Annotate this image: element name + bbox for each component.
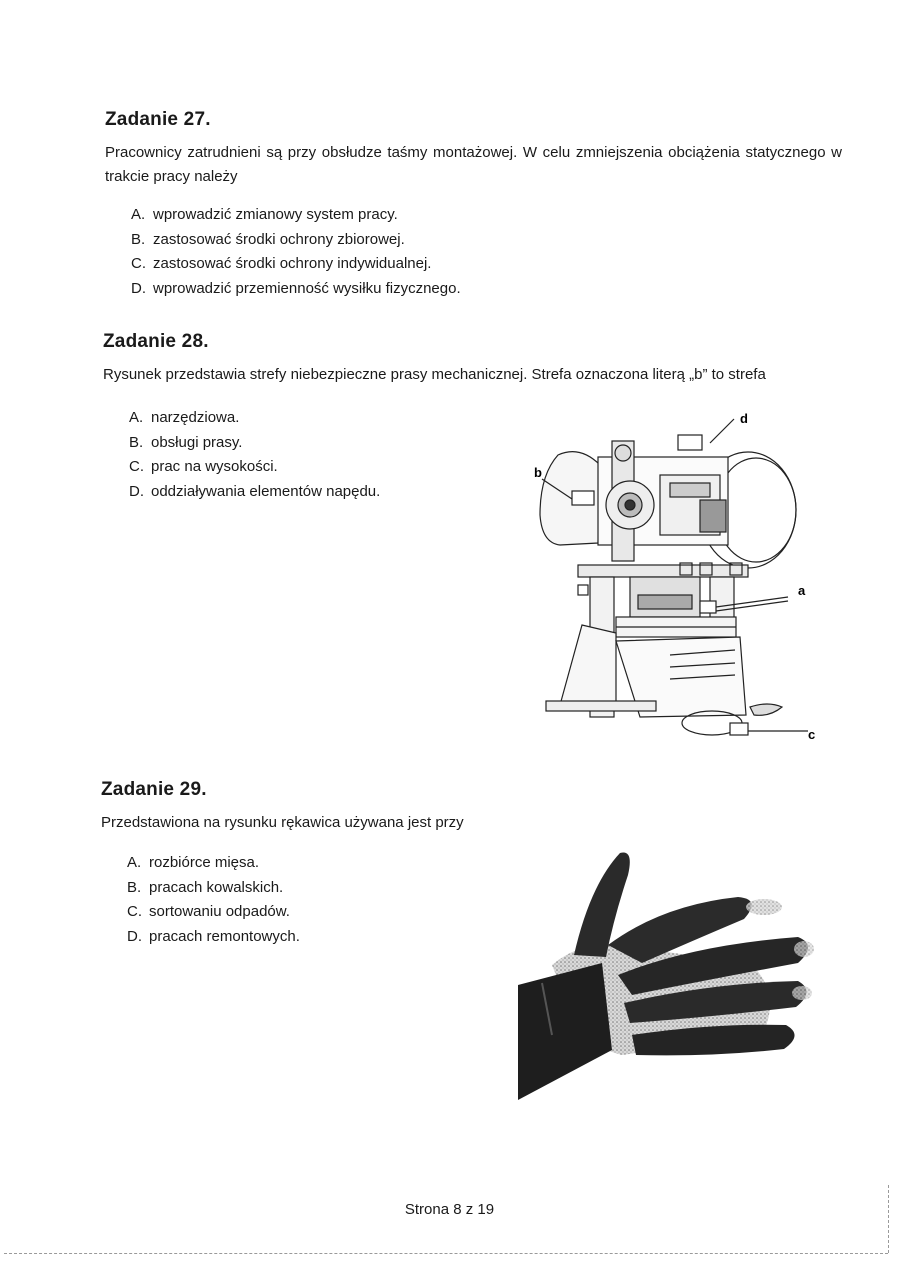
option-text: prac na wysokości. [151, 458, 278, 475]
task-question: Przedstawiona na rysunku rękawica używan… [101, 814, 464, 831]
answer-option-a[interactable]: A. rozbiórce mięsa. [127, 851, 841, 876]
option-letter: D. [127, 927, 142, 945]
answer-option-b[interactable]: B. obsługi prasy. [129, 431, 843, 456]
option-text: zastosować środki ochrony indywidualnej. [153, 255, 432, 272]
option-letter: B. [129, 433, 144, 451]
option-letter: D. [131, 279, 146, 297]
task-title: Zadanie 27. [105, 109, 211, 130]
option-letter: C. [127, 903, 142, 920]
task-question: Pracownicy zatrudnieni są przy obsłudze … [105, 144, 842, 185]
option-text: pracach remontowych. [149, 927, 300, 945]
page-right-border [888, 1185, 889, 1253]
option-text: obsługi prasy. [151, 433, 243, 451]
mechanical-press-drawing: b d a c [534, 411, 815, 742]
answer-option-d[interactable]: D. wprowadzić przemienność wysiłku fizycz… [131, 277, 842, 302]
option-text: narzędziowa. [151, 409, 240, 426]
task-question: Rysunek przedstawia strefy niebezpieczne… [103, 366, 766, 383]
option-text: wprowadzić przemienność wysiłku fizyczne… [153, 279, 461, 297]
answer-options: A. wprowadzić zmianowy system pracy. B. za… [105, 203, 842, 301]
option-letter: A. [131, 206, 146, 223]
answer-option-a[interactable]: A. narzędziowa. [129, 406, 843, 431]
option-letter: A. [129, 409, 144, 426]
zone-label-c: c [808, 727, 815, 742]
option-letter: D. [129, 482, 144, 500]
answer-option-d[interactable]: D. pracach remontowych. [127, 925, 841, 950]
option-text: wprowadzić zmianowy system pracy. [153, 206, 398, 223]
option-text: oddziaływania elementów napędu. [151, 482, 381, 500]
option-letter: A. [127, 854, 142, 871]
answer-option-c[interactable]: C. prac na wysokości. [129, 455, 843, 480]
answer-option-b[interactable]: B. zastosować środki ochrony zbiorowej. [131, 228, 842, 253]
zone-label-d: d [740, 411, 748, 426]
protective-glove-drawing [518, 852, 814, 1100]
option-text: zastosować środki ochrony zbiorowej. [153, 230, 405, 248]
page-bottom-border [4, 1253, 888, 1254]
protective-glove-figure [512, 845, 822, 1105]
answer-option-a[interactable]: A. wprowadzić zmianowy system pracy. [131, 203, 842, 228]
zone-label-b: b [534, 465, 542, 480]
answer-option-b[interactable]: B. pracach kowalskich. [127, 876, 841, 901]
mechanical-press-figure: b d a c [520, 405, 820, 745]
answer-option-c[interactable]: C. sortowaniu odpadów. [127, 900, 841, 925]
answer-option-d[interactable]: D. oddziaływania elementów napędu. [129, 480, 843, 505]
page-number-footer: Strona 8 z 19 [404, 1201, 495, 1218]
answer-options: A. narzędziowa. B. obsługi prasy. C. prac n… [103, 406, 843, 504]
option-text: rozbiórce mięsa. [149, 854, 260, 871]
task-title: Zadanie 28. [103, 331, 209, 352]
option-letter: C. [129, 458, 144, 475]
task-title: Zadanie 29. [101, 779, 207, 800]
option-text: pracach kowalskich. [149, 878, 284, 896]
task-27: Zadanie 27. Pracownicy zatrudnieni są pr… [105, 109, 842, 301]
zone-label-a: a [798, 583, 806, 598]
option-letter: B. [127, 878, 142, 896]
task-29: Zadanie 29. Przedstawiona na rysunku ręk… [101, 779, 841, 949]
task-28: Zadanie 28. Rysunek przedstawia strefy n… [103, 331, 843, 504]
option-text: sortowaniu odpadów. [149, 903, 290, 920]
answer-options: A. rozbiórce mięsa. B. pracach kowalskich.… [101, 851, 841, 949]
option-letter: C. [131, 255, 146, 272]
option-letter: B. [131, 230, 146, 248]
answer-option-c[interactable]: C. zastosować środki ochrony indywidualne… [131, 252, 842, 277]
